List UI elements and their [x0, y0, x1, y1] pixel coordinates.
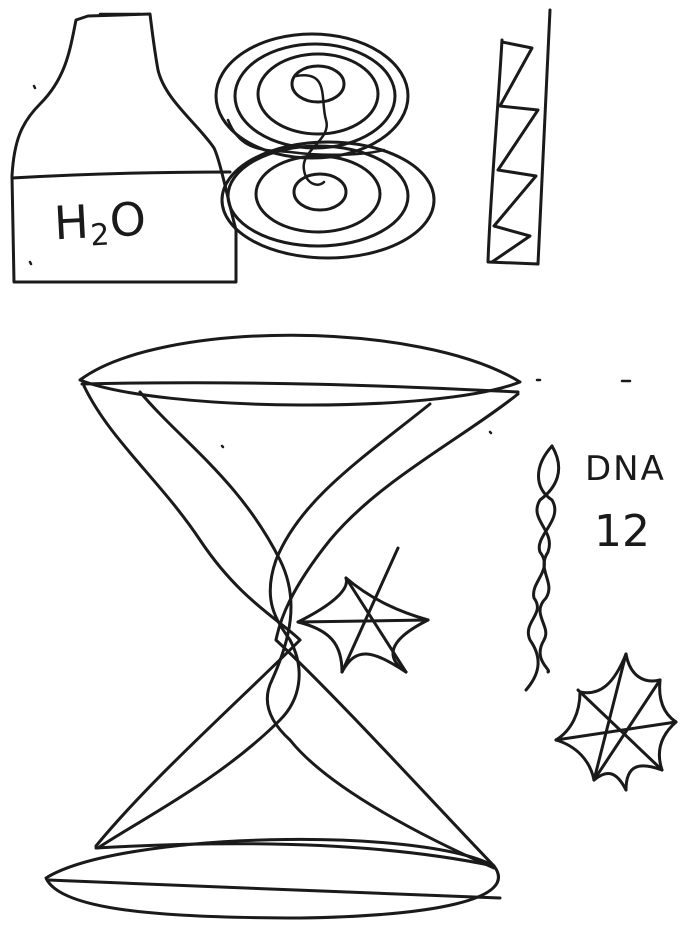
coil-drawing — [216, 34, 434, 258]
star-small-drawing — [298, 548, 428, 672]
dna-strand-drawing — [526, 446, 559, 690]
h2o-label-h: H — [53, 195, 91, 251]
h2o-label-subscript: 2 — [89, 218, 111, 254]
zigzag-column-drawing — [488, 10, 550, 264]
dna-number-label: 12 — [594, 510, 650, 554]
dna-label: DNA — [585, 452, 666, 486]
stray-marks — [30, 86, 630, 447]
hourglass-drawing — [46, 335, 520, 918]
star-large-drawing — [556, 654, 676, 790]
h2o-label: H2O — [53, 196, 148, 247]
h2o-label-o: O — [108, 192, 148, 248]
